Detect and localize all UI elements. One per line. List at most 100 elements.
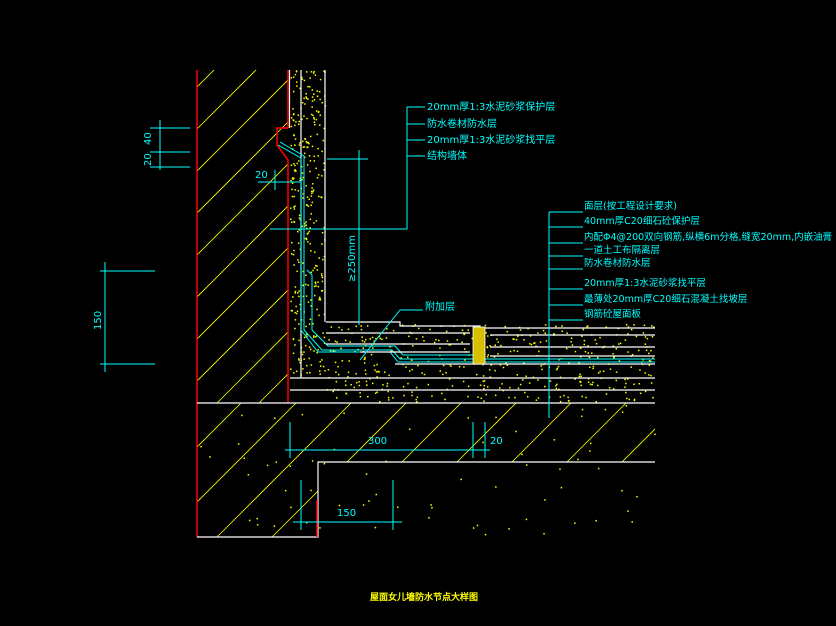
stipple-dot — [430, 504, 432, 506]
stipple-dot — [529, 335, 532, 337]
stipple-dot — [570, 341, 572, 343]
stipple-dot — [307, 85, 309, 88]
stipple-dot — [322, 139, 325, 142]
stipple-dot — [423, 373, 426, 376]
stipple-dot — [209, 456, 211, 458]
stipple-dot — [310, 271, 313, 274]
stipple-dot — [521, 379, 524, 381]
stipple-dot — [284, 489, 287, 492]
stipple-dot — [633, 324, 635, 326]
stipple-dot — [309, 371, 311, 374]
stipple-dot — [483, 400, 485, 402]
stipple-dot — [386, 328, 388, 330]
stipple-dot — [315, 285, 317, 287]
stipple-dot — [364, 358, 366, 360]
stipple-dot — [365, 380, 368, 383]
stipple-dot — [307, 301, 310, 303]
stipple-dot — [311, 89, 314, 91]
stipple-dot — [566, 332, 568, 334]
hatch-line — [197, 205, 288, 298]
stipple-dot — [591, 383, 593, 386]
stipple-dot — [291, 177, 294, 179]
stipple-dot — [464, 359, 466, 361]
stipple-dot — [364, 373, 367, 375]
stipple-dot — [435, 338, 437, 341]
stipple-dot — [495, 486, 497, 488]
stipple-dot — [322, 332, 324, 334]
stipple-dot — [476, 524, 479, 527]
stipple-dot — [320, 273, 323, 275]
stipple-dot — [305, 96, 307, 98]
stipple-dot — [588, 356, 591, 359]
stipple-dot — [625, 391, 627, 394]
stipple-dot — [290, 179, 292, 182]
stipple-dot — [321, 175, 323, 177]
hatch-line — [216, 331, 288, 403]
stipple-dot — [539, 341, 542, 343]
stipple-dot — [463, 333, 465, 336]
stipple-dot — [310, 195, 313, 197]
stipple-dot — [306, 227, 308, 230]
stipple-dot — [495, 416, 497, 419]
stipple-dot — [559, 396, 562, 398]
stipple-dot — [532, 376, 535, 379]
stipple-dot — [294, 327, 296, 330]
stipple-dot — [439, 347, 441, 349]
stipple-dot — [307, 205, 310, 207]
stipple-dot — [313, 117, 315, 119]
stipple-dot — [305, 325, 307, 328]
stipple-dot — [311, 187, 313, 189]
stipple-dot — [591, 352, 593, 354]
stipple-dot — [313, 70, 315, 73]
stipple-dot — [292, 253, 295, 256]
stipple-dot — [613, 357, 615, 359]
stipple-dot — [524, 391, 526, 394]
dim-20-joint: 20 — [490, 436, 503, 447]
stipple-dot — [294, 319, 297, 321]
stipple-dot — [388, 374, 390, 377]
stipple-dot — [295, 70, 298, 73]
stipple-dot — [300, 319, 303, 321]
stipple-dot — [303, 97, 305, 100]
roof-label: 防水卷材防水层 — [584, 257, 651, 269]
stipple-dot — [312, 114, 314, 117]
stipple-dot — [558, 358, 560, 361]
stipple-dot — [366, 384, 368, 386]
stipple-dot — [579, 380, 581, 383]
stipple-dot — [329, 350, 332, 353]
stipple-dot — [274, 417, 276, 419]
stipple-dot — [577, 458, 579, 461]
stipple-dot — [302, 270, 304, 273]
stipple-dot — [467, 395, 469, 398]
stipple-dot — [521, 453, 523, 456]
stipple-dot — [415, 338, 418, 340]
stipple-dot — [293, 177, 295, 180]
stipple-dot — [654, 433, 656, 436]
hatch-line — [197, 70, 257, 130]
stipple-dot — [401, 324, 404, 327]
stipple-dot — [314, 123, 316, 126]
stipple-dot — [294, 344, 296, 346]
stipple-dot — [321, 276, 324, 279]
stipple-dot — [508, 396, 510, 399]
stipple-dot — [296, 270, 298, 273]
stipple-dot — [324, 370, 326, 372]
stipple-dot — [361, 340, 364, 342]
stipple-dot — [574, 350, 577, 353]
stipple-dot — [596, 384, 599, 387]
stipple-dot — [307, 284, 309, 286]
stipple-dot — [382, 384, 384, 386]
stipple-dot — [319, 114, 322, 116]
stipple-dot — [587, 381, 590, 383]
stipple-dot — [378, 371, 380, 373]
roof-slab-outline — [197, 402, 655, 538]
stipple-dot — [290, 125, 293, 128]
hatch-line — [436, 403, 578, 537]
stipple-dot — [313, 285, 316, 288]
stipple-dot — [296, 85, 298, 87]
stipple-dot — [487, 354, 489, 356]
hatch-line — [657, 397, 797, 537]
stipple-dot — [311, 106, 313, 108]
stipple-dot — [292, 113, 295, 116]
stipple-dot — [314, 251, 316, 253]
